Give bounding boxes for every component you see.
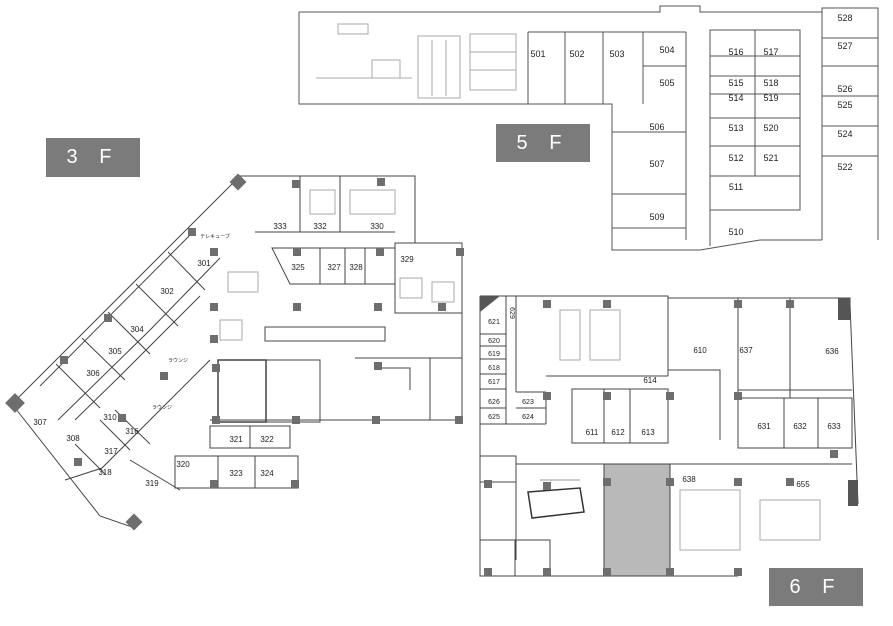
room-label: 507 — [649, 159, 664, 169]
room-label: 519 — [763, 93, 778, 103]
room-label: 503 — [609, 49, 624, 59]
room-label: 511 — [729, 182, 743, 192]
room-note: ラウンジ — [152, 404, 172, 411]
room-label: 319 — [145, 479, 159, 488]
room-label: 525 — [837, 100, 852, 110]
room-label: 610 — [693, 346, 707, 355]
room-label: 321 — [229, 435, 243, 444]
room-label: 624 — [522, 414, 534, 421]
room-label: 638 — [682, 475, 696, 484]
floor-3f-label: 3 F — [46, 138, 140, 177]
room-label: 518 — [763, 78, 778, 88]
floor-6f-walls-dark — [480, 296, 858, 506]
room-label: 636 — [825, 347, 839, 356]
floor-6f-plan — [479, 295, 859, 577]
room-label: 317 — [104, 447, 118, 456]
room-note: テレキューブ — [200, 233, 230, 240]
room-label: 502 — [569, 49, 584, 59]
room-label: 614 — [643, 376, 657, 385]
room-label: 327 — [327, 263, 341, 272]
room-label: 611 — [586, 428, 599, 437]
room-label: 320 — [176, 460, 190, 469]
room-label: 621 — [488, 319, 500, 326]
floor-6f-pillars — [484, 300, 838, 576]
room-label: 305 — [108, 347, 122, 356]
room-label: 324 — [260, 469, 274, 478]
room-label: 501 — [530, 49, 545, 59]
room-label: 505 — [659, 78, 674, 88]
room-label: 504 — [659, 45, 674, 55]
room-label: 528 — [837, 13, 852, 23]
room-label: 304 — [130, 325, 144, 334]
room-label: 322 — [260, 435, 274, 444]
room-label: 633 — [827, 422, 841, 431]
room-label: 329 — [400, 255, 414, 264]
room-label: 512 — [728, 153, 743, 163]
room-label: 619 — [488, 351, 500, 358]
room-label: 612 — [611, 428, 625, 437]
room-label: 520 — [763, 123, 778, 133]
room-label: 310 — [103, 413, 117, 422]
room-label: 620 — [488, 338, 500, 345]
room-label: 302 — [160, 287, 174, 296]
room-label: 613 — [641, 428, 655, 437]
room-label: 631 — [757, 422, 771, 431]
room-label: 510 — [728, 227, 743, 237]
room-label: 330 — [370, 222, 384, 231]
room-label: 307 — [33, 418, 47, 427]
room-note: ラウンジ — [168, 357, 188, 364]
room-label: 306 — [86, 369, 100, 378]
room-label: 632 — [793, 422, 807, 431]
room-label: 629 — [508, 307, 515, 319]
room-label: 328 — [349, 263, 363, 272]
room-label: 626 — [488, 399, 500, 406]
room-label: 524 — [837, 129, 852, 139]
room-label: 516 — [728, 47, 743, 57]
room-label: 617 — [488, 379, 500, 386]
room-label: 332 — [313, 222, 327, 231]
floor-6f-core — [603, 463, 671, 577]
room-label: 333 — [273, 222, 287, 231]
room-label: 301 — [197, 259, 211, 268]
floor-5f-plan — [298, 5, 879, 251]
room-label: 323 — [229, 469, 243, 478]
room-label: 316 — [125, 427, 139, 436]
room-label: 623 — [522, 399, 534, 406]
room-label: 509 — [649, 212, 664, 222]
room-label: 527 — [837, 41, 852, 51]
floor-5f-room-labels: 501 502 503 504 505 506 507 509 510 511 … — [530, 13, 852, 237]
room-label: 522 — [837, 162, 852, 172]
room-label: 515 — [728, 78, 743, 88]
room-label: 625 — [488, 414, 500, 421]
room-label: 521 — [763, 153, 778, 163]
room-label: 308 — [66, 434, 80, 443]
floor-6f-room-labels: 610 611 612 613 614 617 618 619 620 621 … — [488, 307, 841, 489]
floor-6f-label: 6 F — [769, 568, 863, 606]
room-label: 526 — [837, 84, 852, 94]
room-label: 637 — [739, 346, 753, 355]
floor-3f-pillars — [5, 173, 464, 531]
floor-3f-room-labels: 301 302 304 305 306 307 308 310 316 317 … — [33, 222, 414, 488]
room-label: 325 — [291, 263, 305, 272]
floor-5f-label: 5 F — [496, 124, 590, 162]
room-label: 517 — [763, 47, 778, 57]
room-label: 655 — [796, 480, 810, 489]
room-label: 514 — [728, 93, 743, 103]
room-label: 513 — [728, 123, 743, 133]
room-label: 506 — [649, 122, 664, 132]
room-label: 618 — [488, 365, 500, 372]
room-label: 318 — [98, 468, 112, 477]
